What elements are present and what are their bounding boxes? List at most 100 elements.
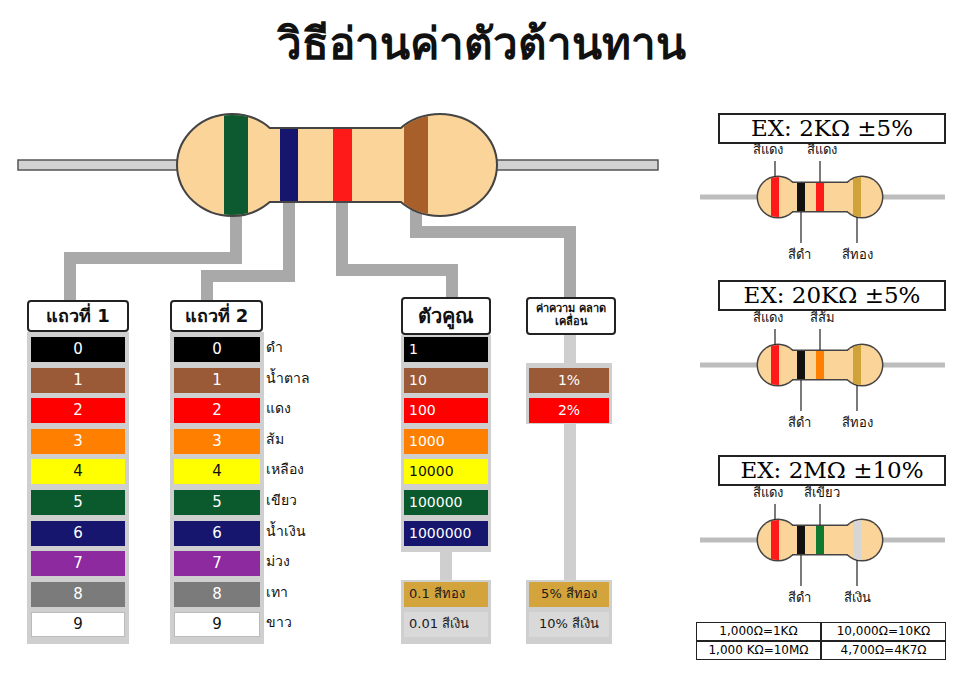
digit-cell: 2 (174, 398, 260, 423)
cell-text: 0 (212, 341, 222, 358)
column-header: ค่าความ คลาดเคลื่อน (526, 297, 616, 335)
example-resistor (700, 504, 945, 586)
cell-text: 4,700Ω=4K7Ω (841, 644, 927, 658)
tolerance-cell: 2% (529, 398, 609, 423)
cell-text: 3 (73, 433, 83, 450)
digit-cell: 5 (31, 490, 125, 515)
band-label: สีดำ (788, 416, 811, 431)
digit-cell: 4 (174, 459, 260, 484)
band-leader (70, 195, 570, 300)
band-label: สีเงิน (844, 591, 871, 606)
example-title: EX: 2MΩ ±10% (718, 455, 946, 486)
cell-text: 4 (212, 463, 222, 480)
digit-cell: 7 (31, 551, 125, 576)
multiplier-cell: 1 (404, 337, 488, 362)
color-name: เขียว (266, 492, 297, 508)
cell-text: 2% (558, 402, 580, 418)
example-resistor (700, 161, 945, 243)
cell-text: 2 (73, 402, 83, 419)
cell-text: 3 (212, 433, 222, 450)
band-label: สีทอง (842, 248, 873, 263)
digit-cell: 2 (31, 398, 125, 423)
color-name: ส้ม (266, 431, 284, 447)
multiplier-cell: 10000 (404, 459, 488, 484)
cell-text: 8 (212, 586, 222, 603)
example-resistor (700, 329, 945, 411)
cell-text: 6 (73, 525, 83, 542)
column-header: แถวที่ 1 (27, 300, 129, 332)
tolerance-cell: 1% (529, 368, 609, 393)
cell-text: 10 (409, 372, 427, 388)
table-cell: 4,700Ω=4K7Ω (821, 641, 946, 660)
column-header: แถวที่ 2 (170, 300, 263, 332)
color-name: น้ำเงิน (266, 523, 306, 539)
digit-cell: 9 (174, 612, 260, 637)
color-name: แดง (266, 400, 291, 416)
cell-text: 1000 (409, 433, 445, 449)
digit-cell: 4 (31, 459, 125, 484)
cell-text: EX: 2MΩ ±10% (740, 457, 923, 483)
band-label: สีแดง (753, 143, 783, 158)
color-name: เหลือง (266, 461, 304, 477)
cell-text: 8 (73, 586, 83, 603)
cell-text: EX: 2KΩ ±5% (751, 115, 913, 141)
multiplier-cell: 0.1 สีทอง (404, 582, 488, 607)
cell-text: ตัวคูณ (418, 305, 474, 328)
table-cell: 10,000Ω=10KΩ (821, 622, 946, 641)
cell-text: 2 (212, 402, 222, 419)
digit-cell: 1 (174, 368, 260, 393)
multiplier-cell: 1000 (404, 429, 488, 454)
cell-text: ค่าความ คลาดเคลื่อน (531, 303, 611, 328)
band-label: สีแดง (753, 311, 783, 326)
band-label: สีดำ (788, 591, 811, 606)
digit-cell: 0 (31, 337, 125, 362)
cell-text: 10,000Ω=10KΩ (837, 625, 931, 639)
example-title: EX: 20KΩ ±5% (718, 280, 946, 311)
multiplier-cell: 100000 (404, 490, 488, 515)
resistor-symbol (18, 108, 658, 222)
digit-cell: 9 (31, 612, 125, 637)
color-name: ขาว (266, 614, 292, 630)
tolerance-cell: 10% สีเงิน (529, 612, 609, 637)
cell-text: EX: 20KΩ ±5% (744, 282, 921, 308)
cell-text: 100 (409, 402, 436, 418)
example-title: EX: 2KΩ ±5% (718, 113, 946, 144)
multiplier-cell: 10 (404, 368, 488, 393)
cell-text: 0.1 สีทอง (409, 587, 465, 602)
band-label: สีดำ (788, 248, 811, 263)
cell-text: 100000 (409, 494, 462, 510)
cell-text: 1000000 (409, 525, 471, 541)
cell-text: 1,000Ω=1KΩ (719, 625, 797, 639)
cell-text: 1,000 KΩ=10MΩ (708, 644, 808, 658)
color-name: น้ำตาล (266, 370, 310, 386)
color-name: ม่วง (266, 553, 290, 569)
cell-text: 6 (212, 525, 222, 542)
digit-cell: 8 (31, 582, 125, 607)
cell-text: 5 (73, 494, 83, 511)
column-header: ตัวคูณ (401, 297, 491, 335)
column-ground (27, 332, 612, 644)
digit-cell: 0 (174, 337, 260, 362)
color-name: ดำ (266, 339, 283, 355)
cell-text: แถวที่ 2 (185, 306, 249, 327)
digit-cell: 6 (31, 521, 125, 546)
digit-cell: 3 (174, 429, 260, 454)
multiplier-cell: 1000000 (404, 521, 488, 546)
multiplier-cell: 0.01 สีเงิน (404, 612, 488, 637)
cell-text: 1 (212, 372, 222, 389)
cell-text: 0.01 สีเงิน (409, 617, 469, 632)
digit-cell: 6 (174, 521, 260, 546)
band-label: สีส้ม (810, 311, 835, 326)
digit-cell: 1 (31, 368, 125, 393)
cell-text: 10000 (409, 463, 454, 479)
band-label: สีเขียว (804, 486, 840, 501)
cell-text: 1 (409, 341, 418, 357)
cell-text: 1% (558, 372, 580, 388)
cell-text: 0 (73, 341, 83, 358)
table-cell: 1,000 KΩ=10MΩ (696, 641, 821, 660)
band-label: สีแดง (753, 486, 783, 501)
table-cell: 1,000Ω=1KΩ (696, 622, 821, 641)
digit-cell: 8 (174, 582, 260, 607)
cell-text: 7 (212, 555, 222, 572)
cell-text: 1 (73, 372, 83, 389)
